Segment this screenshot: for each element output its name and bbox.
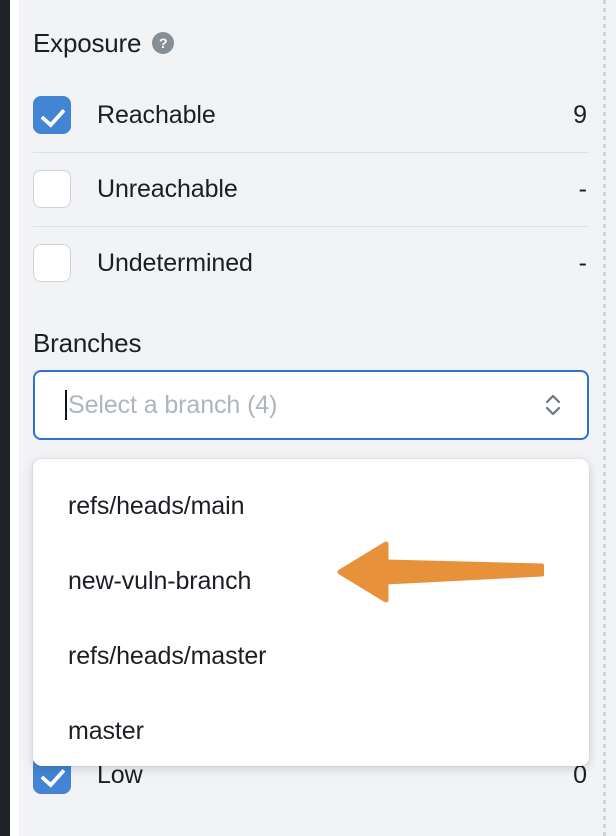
exposure-count-unreachable: - — [578, 174, 587, 203]
branch-option-refs-heads-main[interactable]: refs/heads/main — [68, 492, 245, 520]
exposure-section-header: Exposure ? — [33, 28, 175, 58]
exposure-title: Exposure — [33, 28, 142, 58]
rail-gutter — [10, 0, 19, 836]
chevron-up-down-icon[interactable] — [543, 390, 563, 420]
branch-dropdown-menu[interactable]: refs/heads/main new-vuln-branch refs/hea… — [33, 459, 589, 766]
checkbox-reachable[interactable] — [33, 96, 71, 134]
panel-resize-divider[interactable] — [603, 0, 606, 836]
app-left-rail — [0, 0, 10, 836]
branch-select-placeholder: Select a branch (4) — [68, 390, 278, 419]
branch-select-input[interactable]: Select a branch (4) — [33, 370, 589, 440]
right-outer-margin — [606, 0, 616, 836]
exposure-row-undetermined[interactable]: Undetermined - — [33, 226, 589, 300]
exposure-filter-list: Reachable 9 Unreachable - Undetermined - — [33, 78, 589, 300]
exposure-count-undetermined: - — [578, 248, 587, 277]
branch-option-refs-heads-master[interactable]: refs/heads/master — [68, 642, 267, 670]
branch-option-master[interactable]: master — [68, 717, 144, 745]
exposure-row-unreachable[interactable]: Unreachable - — [33, 152, 589, 226]
checkbox-undetermined[interactable] — [33, 244, 71, 282]
branch-option-new-vuln-branch[interactable]: new-vuln-branch — [68, 567, 252, 595]
branches-title: Branches — [33, 328, 142, 358]
exposure-label-undetermined: Undetermined — [97, 248, 253, 277]
filters-panel: Exposure ? Reachable 9 Unreachable - Und… — [19, 0, 603, 836]
severity-count-low: 0 — [573, 760, 587, 789]
exposure-label-unreachable: Unreachable — [97, 174, 238, 203]
checkbox-unreachable[interactable] — [33, 170, 71, 208]
exposure-label-reachable: Reachable — [97, 100, 216, 129]
exposure-count-reachable: 9 — [573, 100, 587, 129]
question-mark-icon[interactable]: ? — [152, 32, 175, 54]
exposure-row-reachable[interactable]: Reachable 9 — [33, 78, 589, 152]
text-caret — [65, 390, 67, 420]
